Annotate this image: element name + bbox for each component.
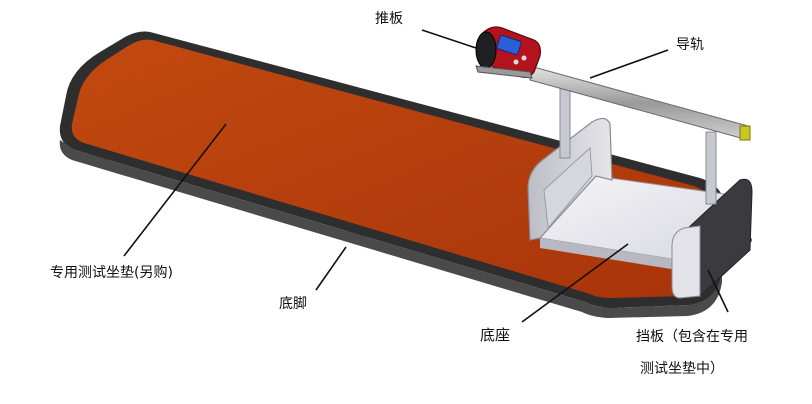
digital-display-icon <box>496 34 522 56</box>
label-baffle-line2: 测试坐垫中） <box>640 361 724 377</box>
rail-end-cap <box>739 125 751 141</box>
push-plate-device <box>475 26 541 79</box>
baffle-plate-face <box>671 225 701 299</box>
label-push-plate: 推板 <box>375 11 403 27</box>
label-test-mat: 专用测试坐垫(另购) <box>50 265 173 281</box>
label-baffle-line1: 挡板（包含在专用 <box>636 329 748 345</box>
label-foot: 底脚 <box>279 296 307 312</box>
label-base: 底座 <box>480 326 511 344</box>
seat-base-floor-edge <box>540 238 690 272</box>
label-guide-rail: 导轨 <box>676 37 704 53</box>
seat-left-wall-inner <box>543 146 593 230</box>
rail-supports <box>559 85 717 205</box>
leader-lines <box>123 29 729 323</box>
baffle-plate <box>685 178 753 297</box>
